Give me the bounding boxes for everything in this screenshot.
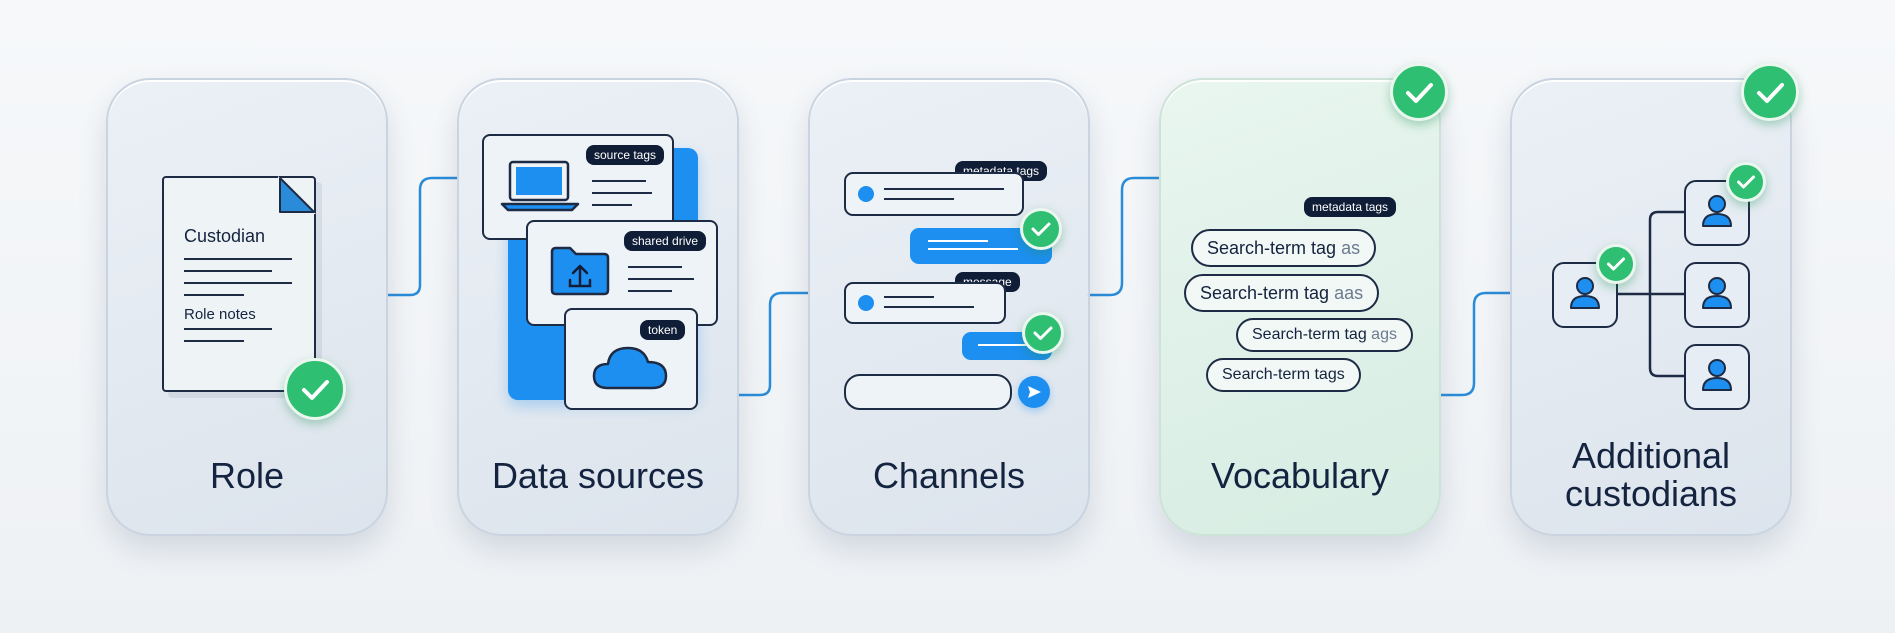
- message-input[interactable]: [844, 374, 1012, 410]
- tag-pill: token: [640, 320, 686, 340]
- send-icon[interactable]: [1018, 376, 1050, 408]
- step-title: Channels: [872, 455, 1026, 496]
- message-bubble-incoming: [844, 172, 1024, 216]
- custodian-tree: [1608, 210, 1686, 378]
- tag-pill: shared drive: [624, 231, 707, 251]
- document-icon: Custodian Role notes: [162, 176, 316, 392]
- message-bubble-incoming: [844, 282, 1006, 324]
- search-term-chip[interactable]: Search-term tag as: [1191, 229, 1377, 267]
- tag-pill: source tags: [586, 145, 665, 165]
- user-icon[interactable]: [1684, 344, 1750, 410]
- search-term-chip[interactable]: Search-term tags: [1206, 358, 1361, 392]
- tag-pill: metadata tags: [1304, 197, 1397, 217]
- step-title-line2: custodians: [1564, 473, 1738, 514]
- doc-subheading: Role notes: [184, 306, 256, 323]
- laptop-icon: [500, 160, 580, 212]
- search-term-chip[interactable]: Search-term tag aas: [1184, 274, 1380, 312]
- check-icon: [1020, 208, 1062, 250]
- avatar-dot: [858, 295, 874, 311]
- check-icon: [1390, 63, 1448, 121]
- step-title: Role: [209, 455, 285, 496]
- check-icon: [1596, 244, 1636, 284]
- source-window-cloud[interactable]: [564, 308, 698, 410]
- step-title: Vocabulary: [1210, 455, 1390, 496]
- search-term-chip[interactable]: Search-term tag ags: [1236, 318, 1413, 352]
- step-title-line1: Additional: [1571, 435, 1731, 476]
- folder-upload-icon: [550, 246, 610, 296]
- user-icon[interactable]: [1684, 262, 1750, 328]
- cloud-icon: [592, 346, 668, 390]
- check-icon: [284, 358, 346, 420]
- check-icon: [1726, 162, 1766, 202]
- step-title: Data sources: [491, 455, 705, 496]
- doc-heading: Custodian: [184, 226, 266, 246]
- avatar-dot: [858, 186, 874, 202]
- check-icon: [1741, 63, 1799, 121]
- check-icon: [1022, 312, 1064, 354]
